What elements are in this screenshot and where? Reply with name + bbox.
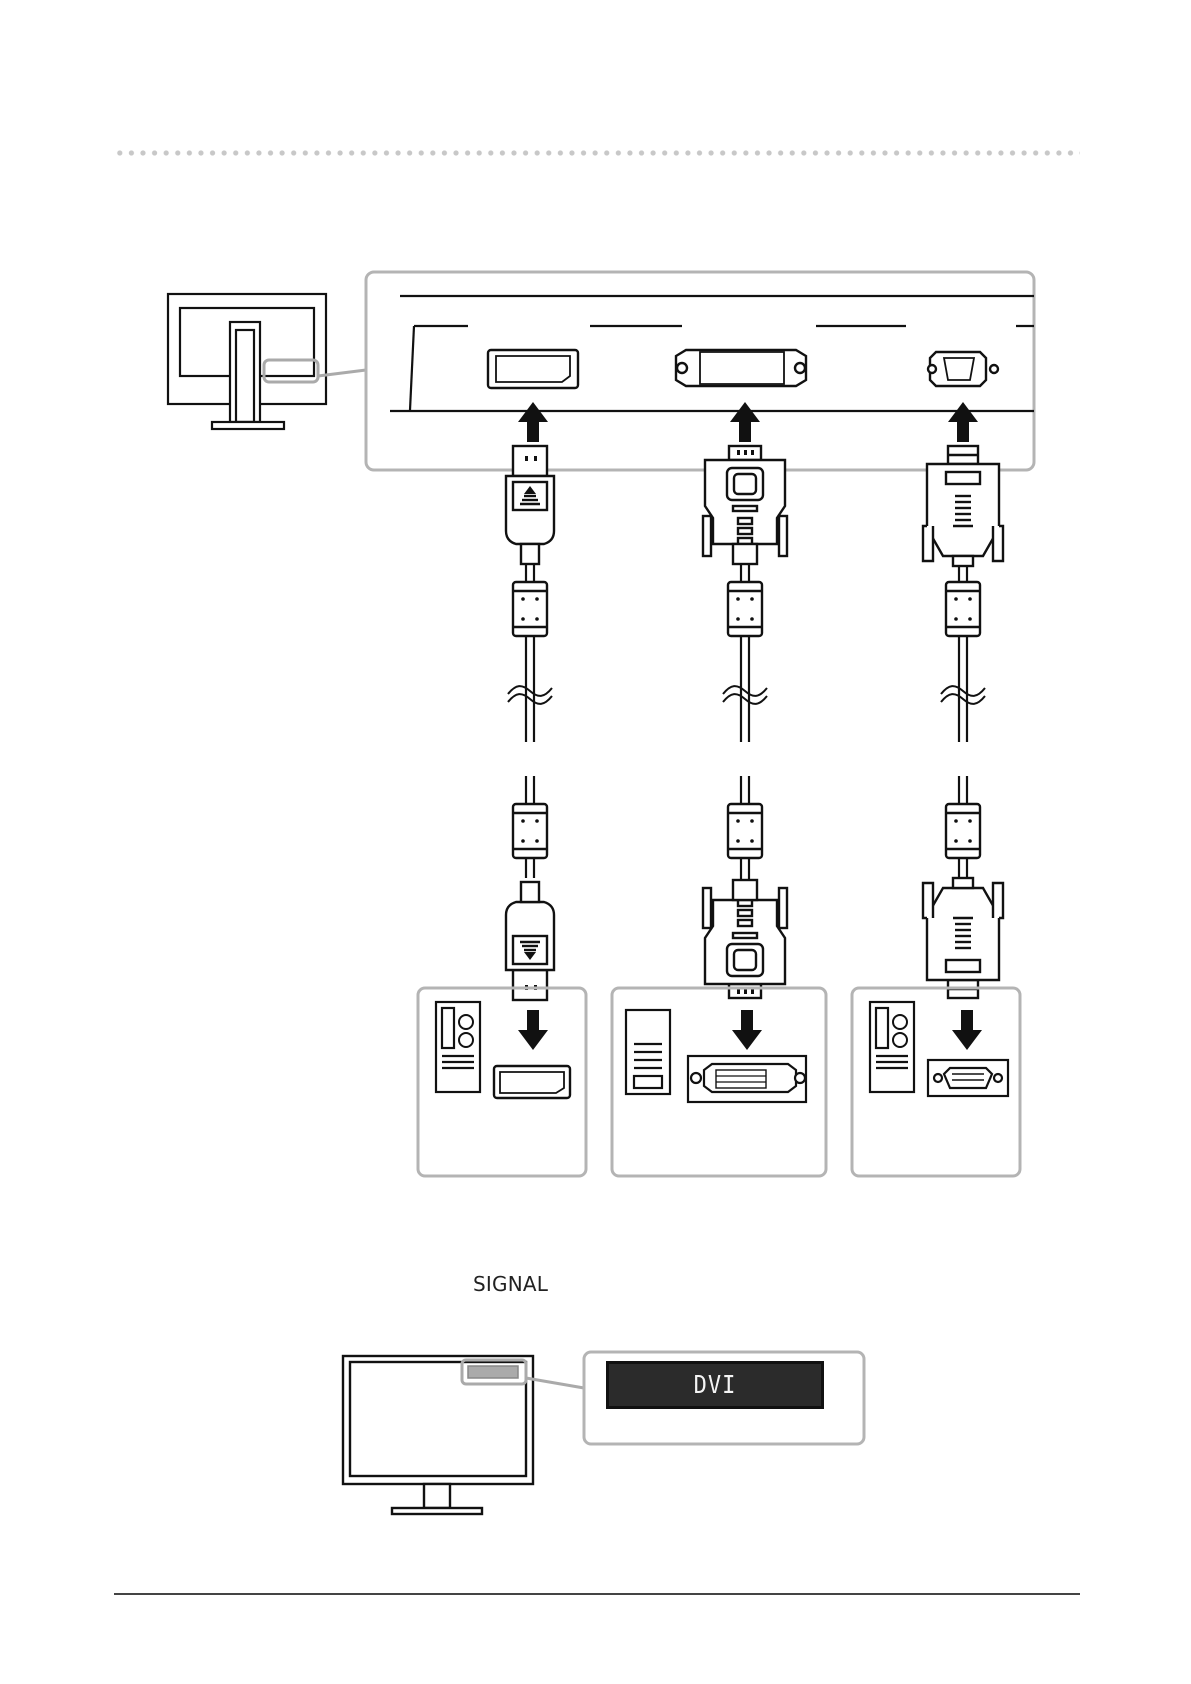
arrow-down-icon — [732, 1010, 762, 1050]
signal-label: SIGNAL — [473, 1272, 548, 1296]
ferrite-core-icon — [513, 582, 547, 636]
footer-rule — [114, 1593, 1080, 1595]
pc-tower-icon — [436, 1002, 480, 1092]
dvi-port-icon — [676, 350, 806, 386]
displayport-plug-bottom-icon — [506, 882, 554, 1000]
pc-box-displayport — [418, 988, 586, 1176]
input-signal-text: DVI — [694, 1371, 737, 1400]
pc-box-d-sub — [852, 988, 1020, 1176]
ferrite-core-icon — [946, 582, 980, 636]
displayport-port-icon — [494, 1066, 570, 1098]
ferrite-core-icon — [513, 804, 547, 858]
dvi-plug-top-icon — [703, 446, 787, 564]
monitor-rear-illustration — [168, 294, 366, 429]
ferrite-core-icon — [728, 804, 762, 858]
cable-break-icon — [941, 686, 985, 704]
input-signal-display: DVI — [606, 1361, 824, 1409]
cable-break-icon — [508, 686, 552, 704]
d-sub-plug-top-icon — [923, 446, 1003, 566]
ferrite-core-icon — [728, 582, 762, 636]
pc-tower-icon — [870, 1002, 914, 1092]
d-sub-port-icon — [928, 1060, 1008, 1096]
d-sub-cable — [923, 446, 1003, 998]
monitor-front-illustration — [343, 1356, 584, 1514]
dvi-cable — [703, 446, 787, 998]
arrow-down-icon — [518, 1010, 548, 1050]
arrow-down-icon — [952, 1010, 982, 1050]
dvi-plug-bottom-icon — [703, 880, 787, 998]
displayport-cable — [506, 446, 554, 1000]
cable-break-icon — [723, 686, 767, 704]
displayport-port-icon — [488, 350, 578, 388]
dvi-port-icon — [688, 1056, 806, 1102]
d-sub-plug-bottom-icon — [923, 878, 1003, 998]
displayport-plug-top-icon — [506, 446, 554, 564]
ferrite-core-icon — [946, 804, 980, 858]
pc-box-dvi — [612, 988, 826, 1176]
pc-tower-icon — [626, 1010, 670, 1094]
